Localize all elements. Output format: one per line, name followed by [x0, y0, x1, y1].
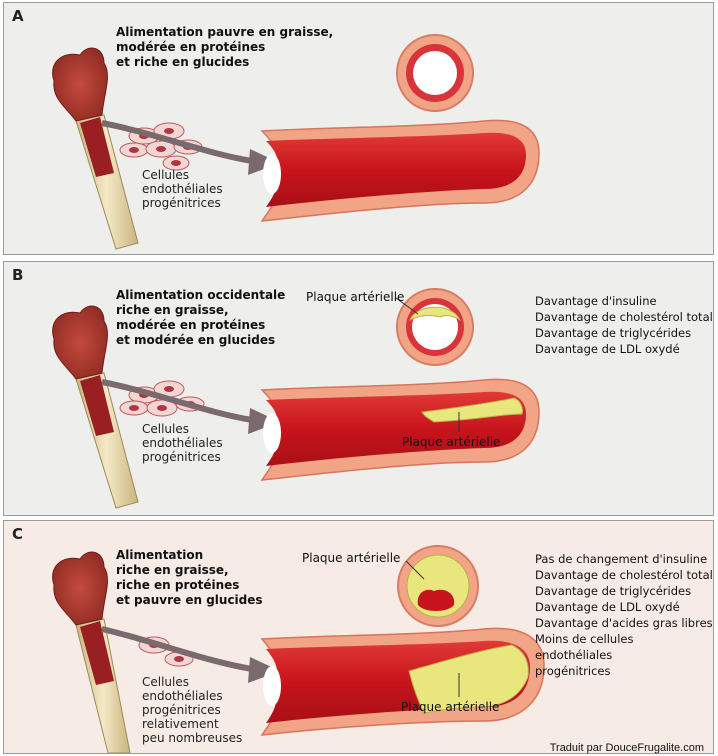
bone-icon [52, 305, 139, 509]
panel-letter: C [12, 525, 24, 543]
blood-vessel [260, 119, 540, 222]
plaque-label-cross-section: Plaque artérielle [306, 290, 405, 304]
effects-list: Pas de changement d'insuline Davantage d… [535, 552, 713, 678]
panel-b: B [3, 261, 714, 516]
panel-letter: B [12, 266, 24, 284]
cells-label: Cellules endothéliales progénitrices [142, 422, 223, 464]
vessel-cross-section [396, 34, 474, 112]
cells-label: Cellules endothéliales progénitrices rel… [142, 675, 243, 745]
plaque-label-vessel: Plaque artérielle [401, 700, 500, 714]
cells-label: Cellules endothéliales progénitrices [142, 168, 223, 210]
panel-c-illustration [52, 545, 545, 753]
plaque-label-vessel: Plaque artérielle [402, 435, 501, 449]
plaque-label-cross-section: Plaque artérielle [302, 551, 401, 565]
diet-description: Alimentation riche en graisse, riche en … [116, 548, 263, 607]
diet-description: Alimentation pauvre en graisse, modérée … [116, 25, 334, 69]
credit-text: Traduit par DouceFrugalite.com [549, 742, 704, 754]
arrow-icon [101, 120, 280, 175]
blood-vessel [260, 627, 545, 736]
panel-b-illustration [52, 288, 540, 509]
arrow-icon [101, 379, 280, 434]
bone-icon [52, 47, 139, 250]
panel-c: C Alimentat [3, 520, 714, 754]
diet-description: Alimentation occidentale riche en graiss… [116, 288, 286, 347]
effects-list: Davantage d'insuline Davantage de choles… [535, 294, 713, 356]
panel-letter: A [12, 7, 24, 25]
blood-vessel [260, 378, 540, 481]
panel-a-illustration [52, 34, 540, 250]
arrow-icon [101, 626, 280, 683]
bone-icon [52, 551, 131, 753]
vessel-cross-section [395, 288, 474, 366]
vessel-cross-section [397, 545, 479, 627]
panel-a: A [3, 2, 714, 255]
